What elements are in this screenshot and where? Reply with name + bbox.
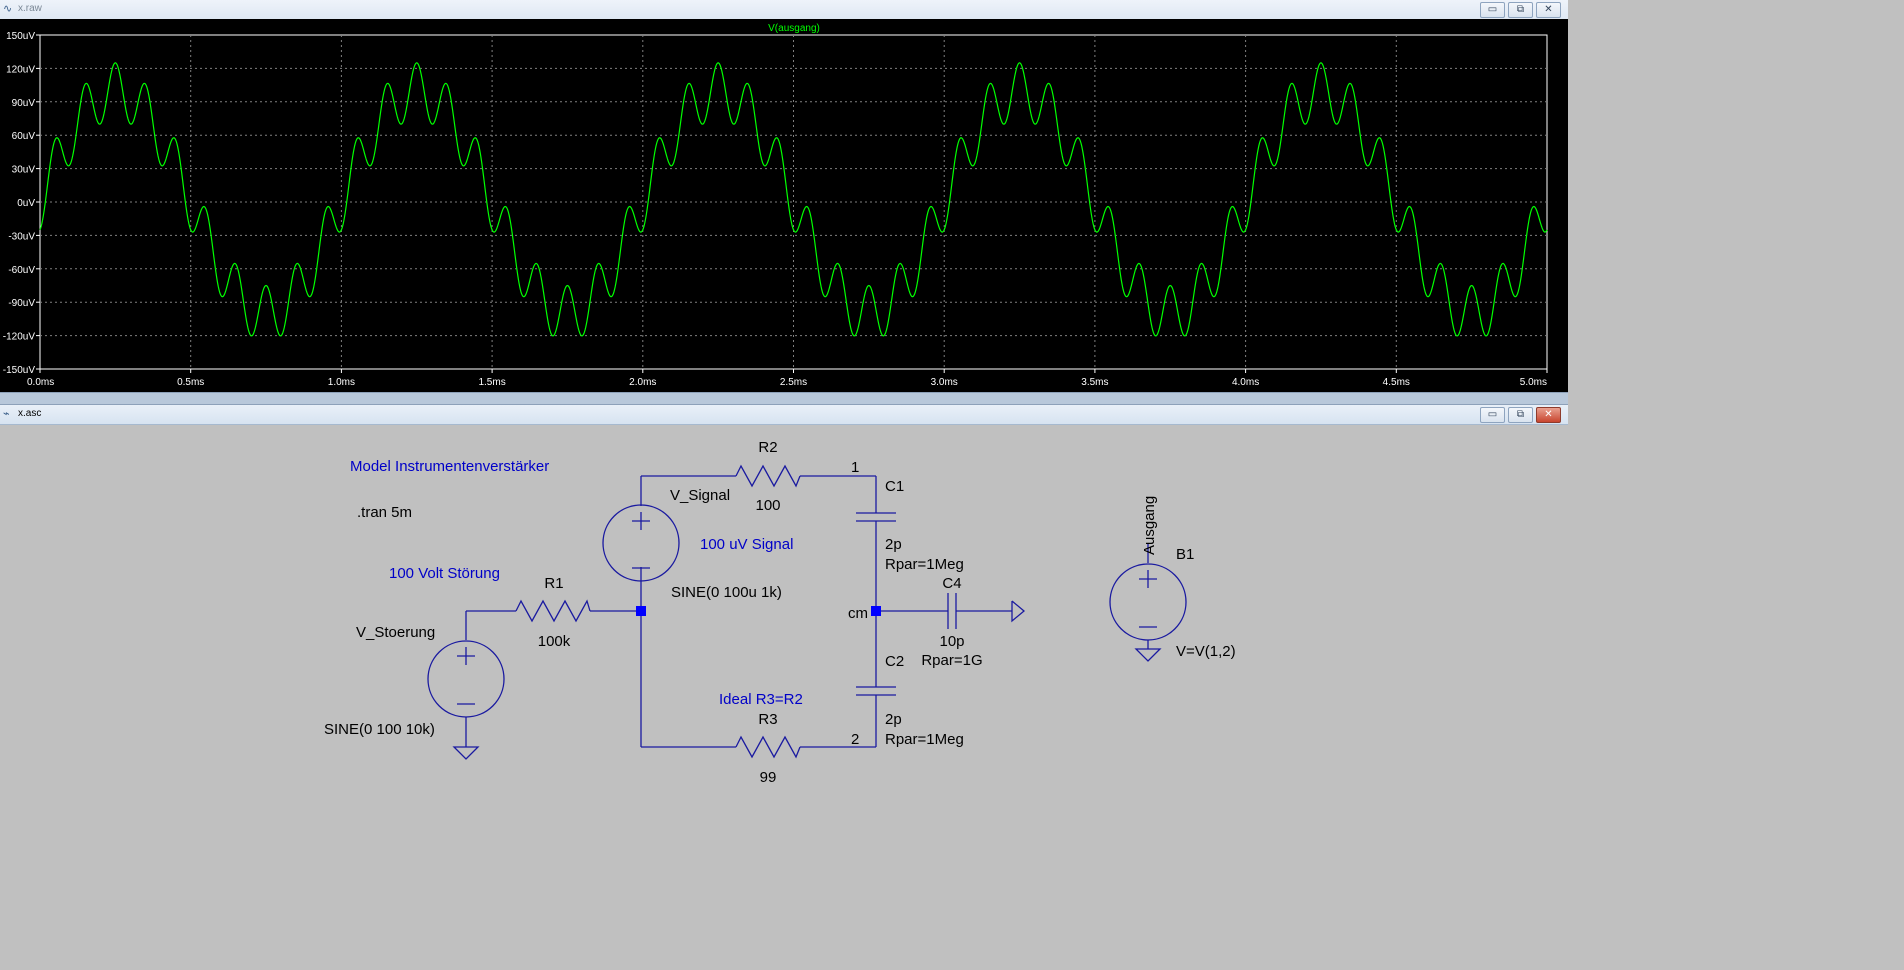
- x-tick-label: 3.0ms: [931, 377, 958, 388]
- plot-background: [0, 19, 1568, 392]
- y-tick-label: -30uV: [8, 231, 35, 242]
- c1-value: 2p: [885, 536, 902, 553]
- schematic-titlebar[interactable]: ⌁ x.asc ▭ ⧉ ✕: [0, 405, 1568, 425]
- plot-grid: [39, 34, 1548, 370]
- y-tick-label: 60uV: [12, 131, 36, 142]
- junction-dot: [636, 606, 646, 616]
- comment-signal: 100 uV Signal: [700, 536, 793, 553]
- x-tick-label: 4.0ms: [1232, 377, 1259, 388]
- behavioral-source-b1[interactable]: [1109, 563, 1187, 641]
- x-tick-label: 0.5ms: [177, 377, 204, 388]
- schematic-window-title: x.asc: [18, 408, 42, 419]
- r3-name: R3: [758, 711, 777, 728]
- y-axis-ticks: 150uV 120uV 90uV 60uV 30uV 0uV -30uV -60uV -90uV…: [3, 31, 40, 376]
- c2-name: C2: [885, 653, 904, 670]
- waveform-app-icon: ∿: [3, 2, 13, 15]
- y-tick-label: -150uV: [3, 365, 36, 376]
- net-label-cm: cm: [848, 605, 868, 622]
- x-axis-ticks: 0.0ms 0.5ms 1.0ms 1.5ms 2.0ms 2.5ms 3.0ms 3.5ms…: [27, 369, 1548, 388]
- x-tick-label: 2.5ms: [780, 377, 807, 388]
- resistor-r1[interactable]: [515, 599, 591, 623]
- c1-name: C1: [885, 478, 904, 495]
- y-tick-label: -120uV: [3, 332, 36, 343]
- schematic-restore-button[interactable]: ⧉: [1508, 407, 1533, 423]
- v-stoerung-name: V_Stoerung: [356, 624, 435, 641]
- schematic-close-button[interactable]: ✕: [1536, 407, 1561, 423]
- restore-button[interactable]: ⧉: [1508, 2, 1533, 18]
- comment-stoerung: 100 Volt Störung: [389, 565, 500, 582]
- r1-value: 100k: [538, 633, 571, 650]
- c1-rpar: Rpar=1Meg: [885, 556, 964, 573]
- voltage-source-v-stoerung[interactable]: [427, 640, 505, 718]
- directive-tran[interactable]: .tran 5m: [357, 504, 412, 521]
- x-tick-label: 2.0ms: [629, 377, 656, 388]
- r1-name: R1: [544, 575, 563, 592]
- v-signal-value: SINE(0 100u 1k): [671, 584, 782, 601]
- waveform-window-title: x.raw: [18, 3, 42, 14]
- close-button[interactable]: ✕: [1536, 2, 1561, 18]
- waveform-titlebar[interactable]: ∿ x.raw ▭ ⧉ ✕: [0, 0, 1568, 20]
- capacitor-c4[interactable]: [947, 593, 957, 629]
- x-tick-label: 3.5ms: [1081, 377, 1108, 388]
- v-stoerung-value: SINE(0 100 10k): [324, 721, 435, 738]
- net-label-1: 1: [851, 459, 859, 476]
- r3-value: 99: [760, 769, 777, 786]
- resistor-r3[interactable]: [735, 735, 801, 759]
- net-label-2: 2: [851, 731, 859, 748]
- b1-name: B1: [1176, 546, 1194, 563]
- y-tick-label: 90uV: [12, 98, 36, 109]
- ground-icon: [1134, 648, 1162, 662]
- voltage-source-v-signal[interactable]: [602, 504, 680, 582]
- ground-icon: [452, 746, 480, 760]
- c4-name: C4: [942, 575, 961, 592]
- y-tick-label: 120uV: [6, 64, 35, 75]
- cm-port-icon: [1011, 600, 1026, 623]
- x-tick-label: 4.5ms: [1383, 377, 1410, 388]
- c4-value: 10p: [939, 633, 964, 650]
- y-tick-label: -60uV: [8, 265, 35, 276]
- b1-value: V=V(1,2): [1176, 643, 1236, 660]
- resistor-r2[interactable]: [735, 464, 801, 488]
- waveform-window: ∿ x.raw ▭ ⧉ ✕ 150uV 120uV 90uV 60uV 30uV 0uV -…: [0, 0, 1568, 392]
- x-tick-label: 1.5ms: [478, 377, 505, 388]
- schematic-app-icon: ⌁: [3, 407, 10, 420]
- y-tick-label: 30uV: [12, 165, 36, 176]
- comment-ideal: Ideal R3=R2: [719, 691, 803, 708]
- net-label-ausgang: Ausgang: [1141, 496, 1158, 555]
- x-tick-label: 5.0ms: [1520, 377, 1547, 388]
- y-tick-label: -90uV: [8, 298, 35, 309]
- x-tick-label: 0.0ms: [27, 377, 54, 388]
- trace-label[interactable]: V(ausgang): [768, 23, 820, 34]
- waveform-plot[interactable]: 150uV 120uV 90uV 60uV 30uV 0uV -30uV -60uV -90uV…: [0, 19, 1568, 392]
- schematic-minimize-button[interactable]: ▭: [1480, 407, 1505, 423]
- r2-value: 100: [755, 497, 780, 514]
- x-tick-label: 1.0ms: [328, 377, 355, 388]
- schematic-window: ⌁ x.asc ▭ ⧉ ✕: [0, 404, 1568, 799]
- c4-rpar: Rpar=1G: [921, 652, 982, 669]
- c2-rpar: Rpar=1Meg: [885, 731, 964, 748]
- junction-dot: [871, 606, 881, 616]
- y-tick-label: 0uV: [17, 198, 35, 209]
- minimize-button[interactable]: ▭: [1480, 2, 1505, 18]
- c2-value: 2p: [885, 711, 902, 728]
- window-divider: [0, 392, 1568, 405]
- trace-v-ausgang: [39, 62, 1548, 337]
- capacitor-c1[interactable]: [856, 512, 896, 522]
- y-tick-label: 150uV: [6, 31, 35, 42]
- r2-name: R2: [758, 439, 777, 456]
- capacitor-c2[interactable]: [856, 686, 896, 696]
- schematic-canvas[interactable]: R2 100 R1 100k R3 99 C1 2p Rpar=1Meg C2 …: [0, 425, 1568, 799]
- v-signal-name: V_Signal: [670, 487, 730, 504]
- comment-model: Model Instrumentenverstärker: [350, 458, 549, 475]
